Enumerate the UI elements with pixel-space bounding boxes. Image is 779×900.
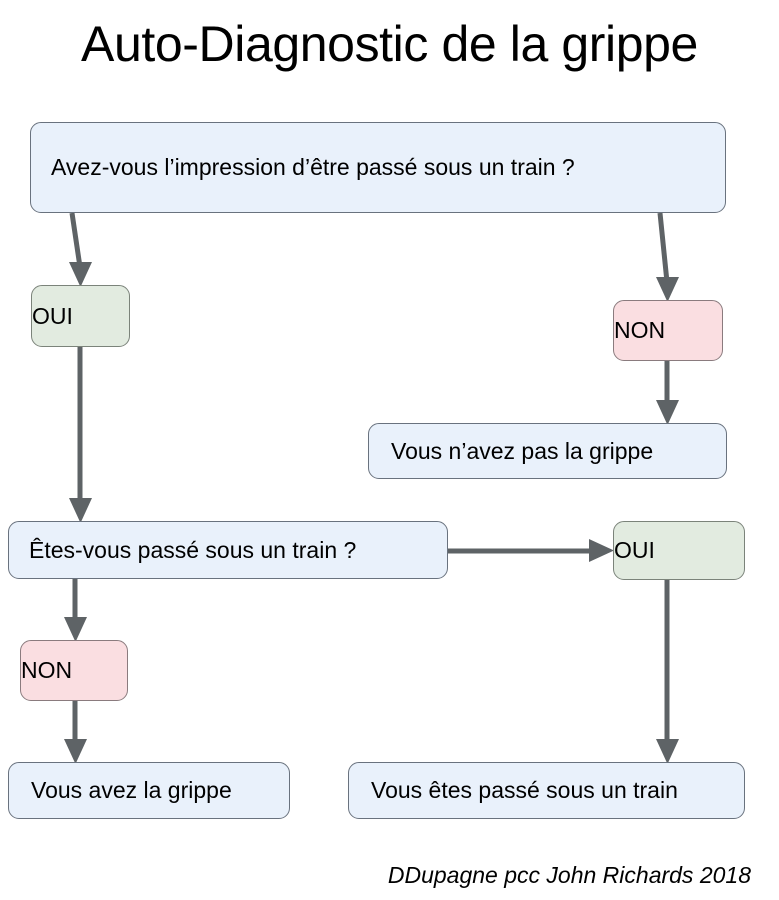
edge-q1-to-no1	[656, 212, 679, 302]
node-result-has-flu[interactable]: Vous avez la grippe	[8, 762, 290, 819]
edge-no1-to-no-flu	[656, 361, 679, 425]
node-label: Êtes-vous passé sous un train ?	[29, 536, 357, 563]
node-result-under-train[interactable]: Vous êtes passé sous un train	[348, 762, 745, 819]
node-label: Avez-vous l’impression d’être passé sous…	[51, 154, 575, 180]
node-label: OUI	[32, 302, 73, 329]
node-label: NON	[21, 657, 73, 683]
node-answer-yes-1[interactable]: OUI	[31, 285, 130, 347]
node-answer-no-1[interactable]: NON	[613, 300, 723, 361]
node-question-under-train[interactable]: Êtes-vous passé sous un train ?	[8, 521, 448, 579]
node-label: Vous avez la grippe	[31, 777, 232, 803]
node-label: OUI	[614, 537, 655, 563]
edge-yes1-to-q2	[69, 347, 92, 523]
node-answer-yes-2[interactable]: OUI	[613, 521, 745, 580]
node-label: NON	[614, 317, 666, 343]
edge-q2-to-yes2	[448, 539, 614, 562]
page-title: Auto-Diagnostic de la grippe	[81, 16, 698, 72]
edge-yes2-to-train	[656, 580, 679, 764]
node-question-impression[interactable]: Avez-vous l’impression d’être passé sous…	[30, 122, 726, 213]
edge-q2-to-no2	[64, 579, 87, 642]
node-label: Vous n’avez pas la grippe	[391, 437, 654, 464]
node-label: Vous êtes passé sous un train	[371, 777, 678, 803]
edge-no2-to-has-flu	[64, 701, 87, 764]
credit-line: DDupagne pcc John Richards 2018	[387, 862, 751, 888]
edge-q1-to-yes1	[69, 212, 92, 287]
node-answer-no-2[interactable]: NON	[20, 640, 128, 701]
node-result-no-flu[interactable]: Vous n’avez pas la grippe	[368, 423, 727, 479]
